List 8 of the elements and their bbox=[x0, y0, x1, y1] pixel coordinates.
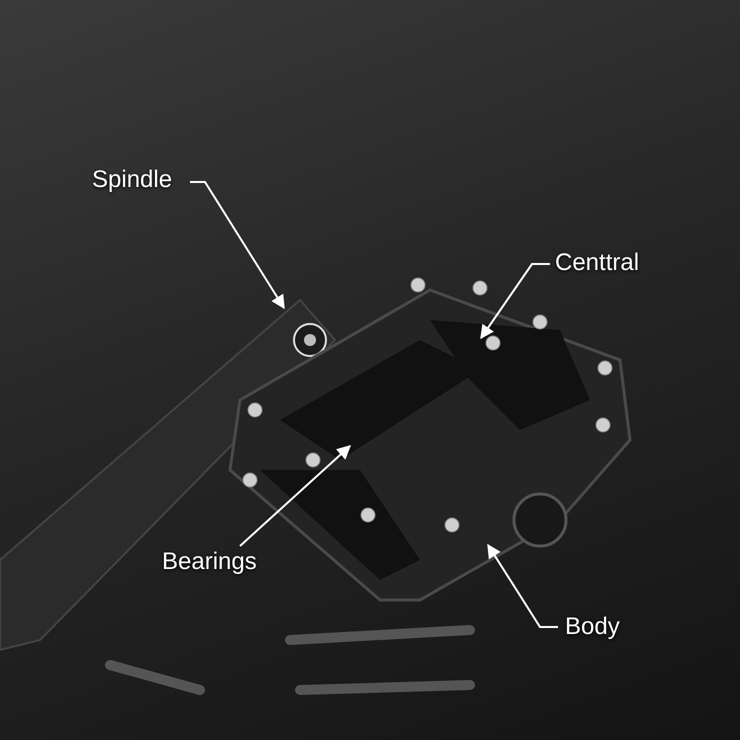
part-label: Spindle bbox=[92, 166, 172, 194]
part-label: Centtral bbox=[555, 249, 640, 277]
part-label: Bearings bbox=[162, 548, 257, 576]
leader-line bbox=[480, 263, 550, 340]
leader-line bbox=[190, 181, 285, 310]
leader-line bbox=[487, 544, 558, 628]
leader-line bbox=[239, 445, 352, 547]
part-label: Body bbox=[565, 613, 620, 641]
